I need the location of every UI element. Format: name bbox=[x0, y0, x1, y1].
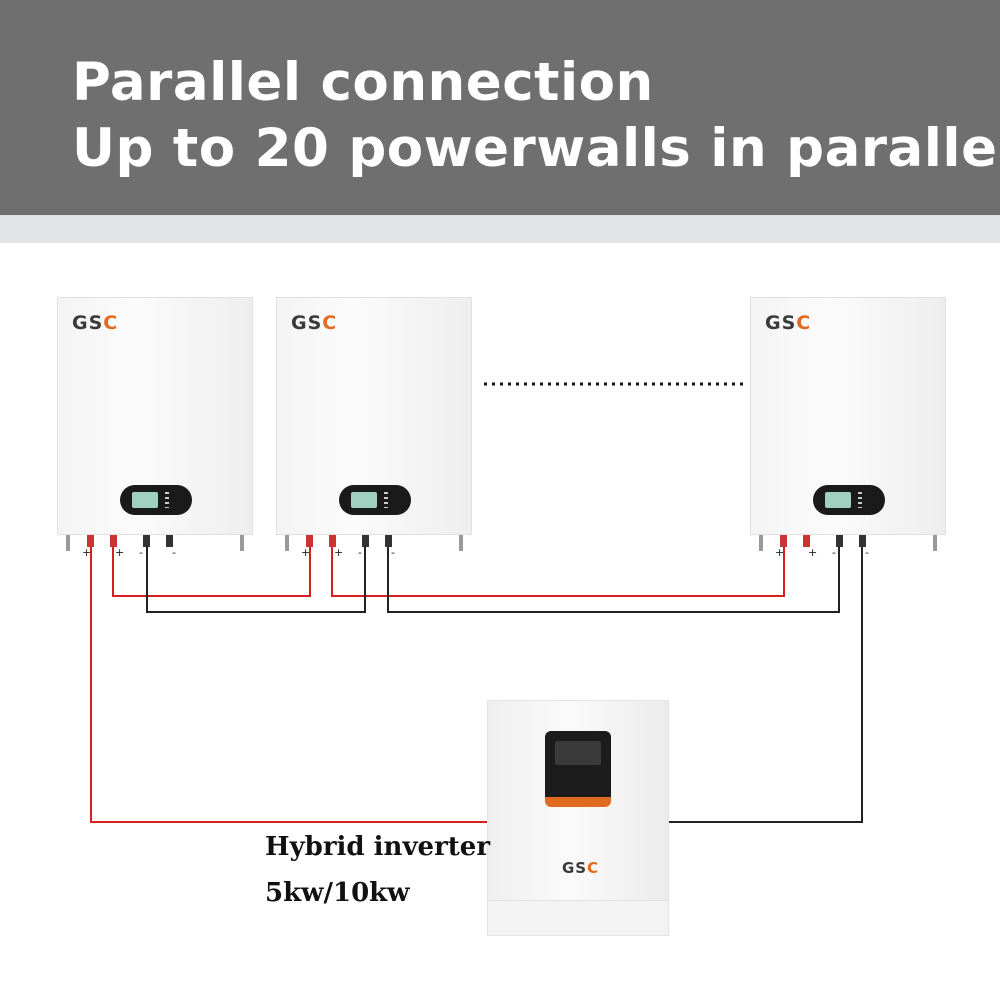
inverter-base bbox=[488, 900, 668, 935]
inverter-name: Hybrid inverter bbox=[265, 832, 491, 862]
title-line-1: Parallel connection bbox=[72, 52, 654, 113]
inverter-display-panel bbox=[545, 731, 611, 807]
terminal-label-positive: + bbox=[82, 546, 91, 559]
battery-display bbox=[813, 485, 885, 515]
title-line-2: Up to 20 powerwalls in parallel bbox=[72, 118, 1000, 179]
hybrid-inverter: GSC bbox=[487, 700, 669, 936]
terminal-label-negative: - bbox=[391, 546, 395, 559]
terminal-posts bbox=[87, 535, 866, 547]
terminal-label-negative: - bbox=[172, 546, 176, 559]
positive-wires bbox=[90, 547, 785, 823]
battery-display bbox=[339, 485, 411, 515]
battery-unit-1: GSC bbox=[57, 297, 253, 535]
header-divider bbox=[0, 215, 1000, 243]
battery-logo: GSC bbox=[72, 312, 119, 334]
terminal-label-negative: - bbox=[865, 546, 869, 559]
terminal-label-positive: + bbox=[808, 546, 817, 559]
battery-unit-3: GSC bbox=[750, 297, 946, 535]
battery-feet bbox=[66, 535, 937, 551]
terminal-label-positive: + bbox=[334, 546, 343, 559]
battery-logo: GSC bbox=[291, 312, 338, 334]
inverter-logo: GSC bbox=[562, 859, 600, 877]
battery-display bbox=[120, 485, 192, 515]
battery-unit-2: GSC bbox=[276, 297, 472, 535]
terminal-label-positive: + bbox=[301, 546, 310, 559]
battery-logo: GSC bbox=[765, 312, 812, 334]
terminal-label-positive: + bbox=[115, 546, 124, 559]
terminal-label-negative: - bbox=[358, 546, 362, 559]
negative-wires bbox=[146, 547, 863, 823]
terminal-label-negative: - bbox=[832, 546, 836, 559]
terminal-label-negative: - bbox=[139, 546, 143, 559]
terminal-label-positive: + bbox=[775, 546, 784, 559]
inverter-power: 5kw/10kw bbox=[265, 878, 410, 908]
header-banner bbox=[0, 0, 1000, 215]
